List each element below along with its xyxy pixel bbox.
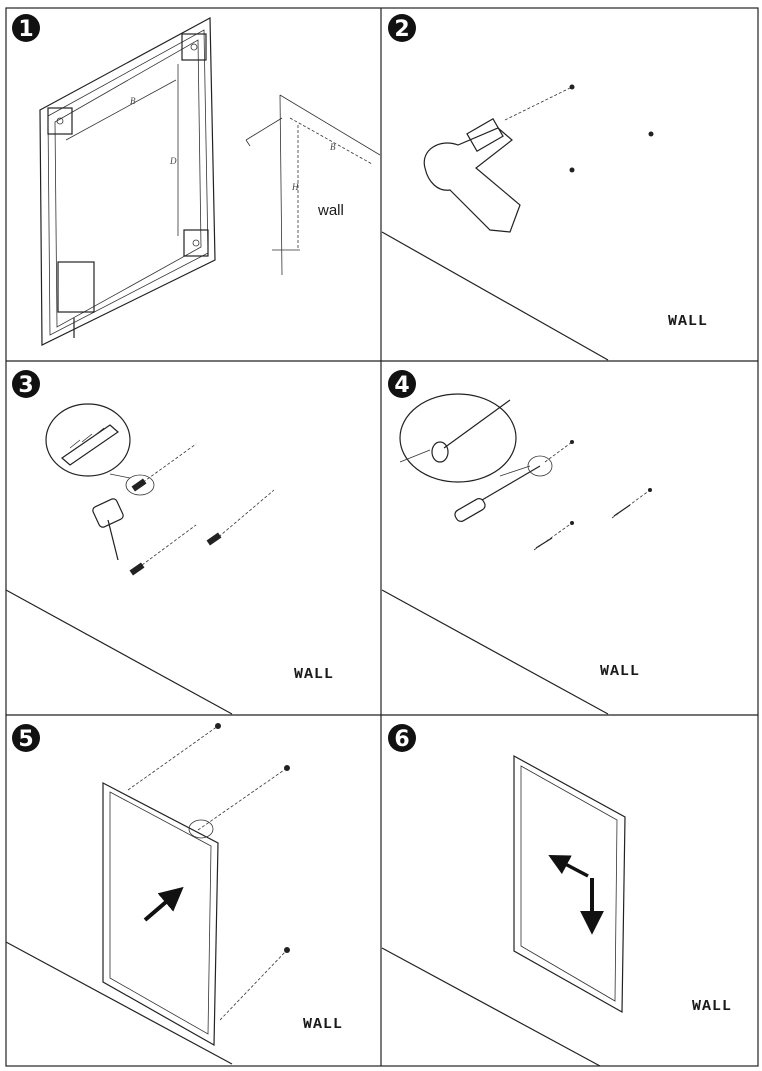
step-2-badge: 2 xyxy=(388,14,416,42)
step-3-number: 3 xyxy=(18,373,33,398)
floor-line xyxy=(381,589,609,715)
dimension-b-top: B xyxy=(130,96,136,106)
step-4-wall-label: WALL xyxy=(600,663,640,680)
dimension-d: D xyxy=(169,156,177,166)
step-2-wall-label: WALL xyxy=(668,313,708,330)
hanging-screw-guides xyxy=(127,723,290,1021)
step-6-panel: 6 WALL xyxy=(381,724,732,1067)
step-2-panel: 2 WALL xyxy=(381,14,708,361)
drill-hole-marks xyxy=(569,84,654,173)
screwdriver-icon xyxy=(454,455,553,522)
dimension-h: H xyxy=(291,182,299,192)
dimension-b-wall: B xyxy=(330,142,336,152)
floor-line xyxy=(5,589,233,715)
screws xyxy=(533,440,652,551)
step-5-badge: 5 xyxy=(12,724,40,752)
step-5-wall-label: WALL xyxy=(303,1016,343,1033)
adjust-arrows-icon xyxy=(548,855,604,935)
step-2-number: 2 xyxy=(394,17,409,42)
floor-line xyxy=(381,947,601,1067)
step-4-number: 4 xyxy=(394,373,409,398)
step-4-badge: 4 xyxy=(388,370,416,398)
step-3-badge: 3 xyxy=(12,370,40,398)
mirror-front-frame xyxy=(102,782,219,1047)
drill-icon xyxy=(423,87,571,233)
floor-line xyxy=(381,231,609,361)
step-4-panel: 4 WALL xyxy=(381,370,652,715)
step-6-number: 6 xyxy=(394,727,409,752)
panel-grid xyxy=(5,7,759,1067)
wall-anchors xyxy=(125,443,275,576)
step-3-wall-label: WALL xyxy=(294,666,334,683)
step-5-panel: 5 WALL xyxy=(5,723,343,1065)
mirror-hung-frame xyxy=(513,754,626,1014)
anchor-detail-callout xyxy=(45,403,131,479)
step-6-badge: 6 xyxy=(388,724,416,752)
screw-detail-callout xyxy=(399,393,531,483)
step-6-wall-label: WALL xyxy=(692,998,732,1015)
step-3-panel: 3 WALL xyxy=(5,370,334,715)
wall-corner-sketch xyxy=(245,94,381,276)
floor-line xyxy=(5,941,233,1065)
step-1-panel: 1 B D xyxy=(12,14,381,346)
mirror-back-frame xyxy=(39,17,216,346)
step-1-number: 1 xyxy=(18,17,33,42)
step-1-badge: 1 xyxy=(12,14,40,42)
step-1-wall-label: wall xyxy=(317,202,344,219)
hammer-icon xyxy=(92,498,124,561)
push-arrow-icon xyxy=(143,886,184,922)
step-5-number: 5 xyxy=(18,727,33,752)
